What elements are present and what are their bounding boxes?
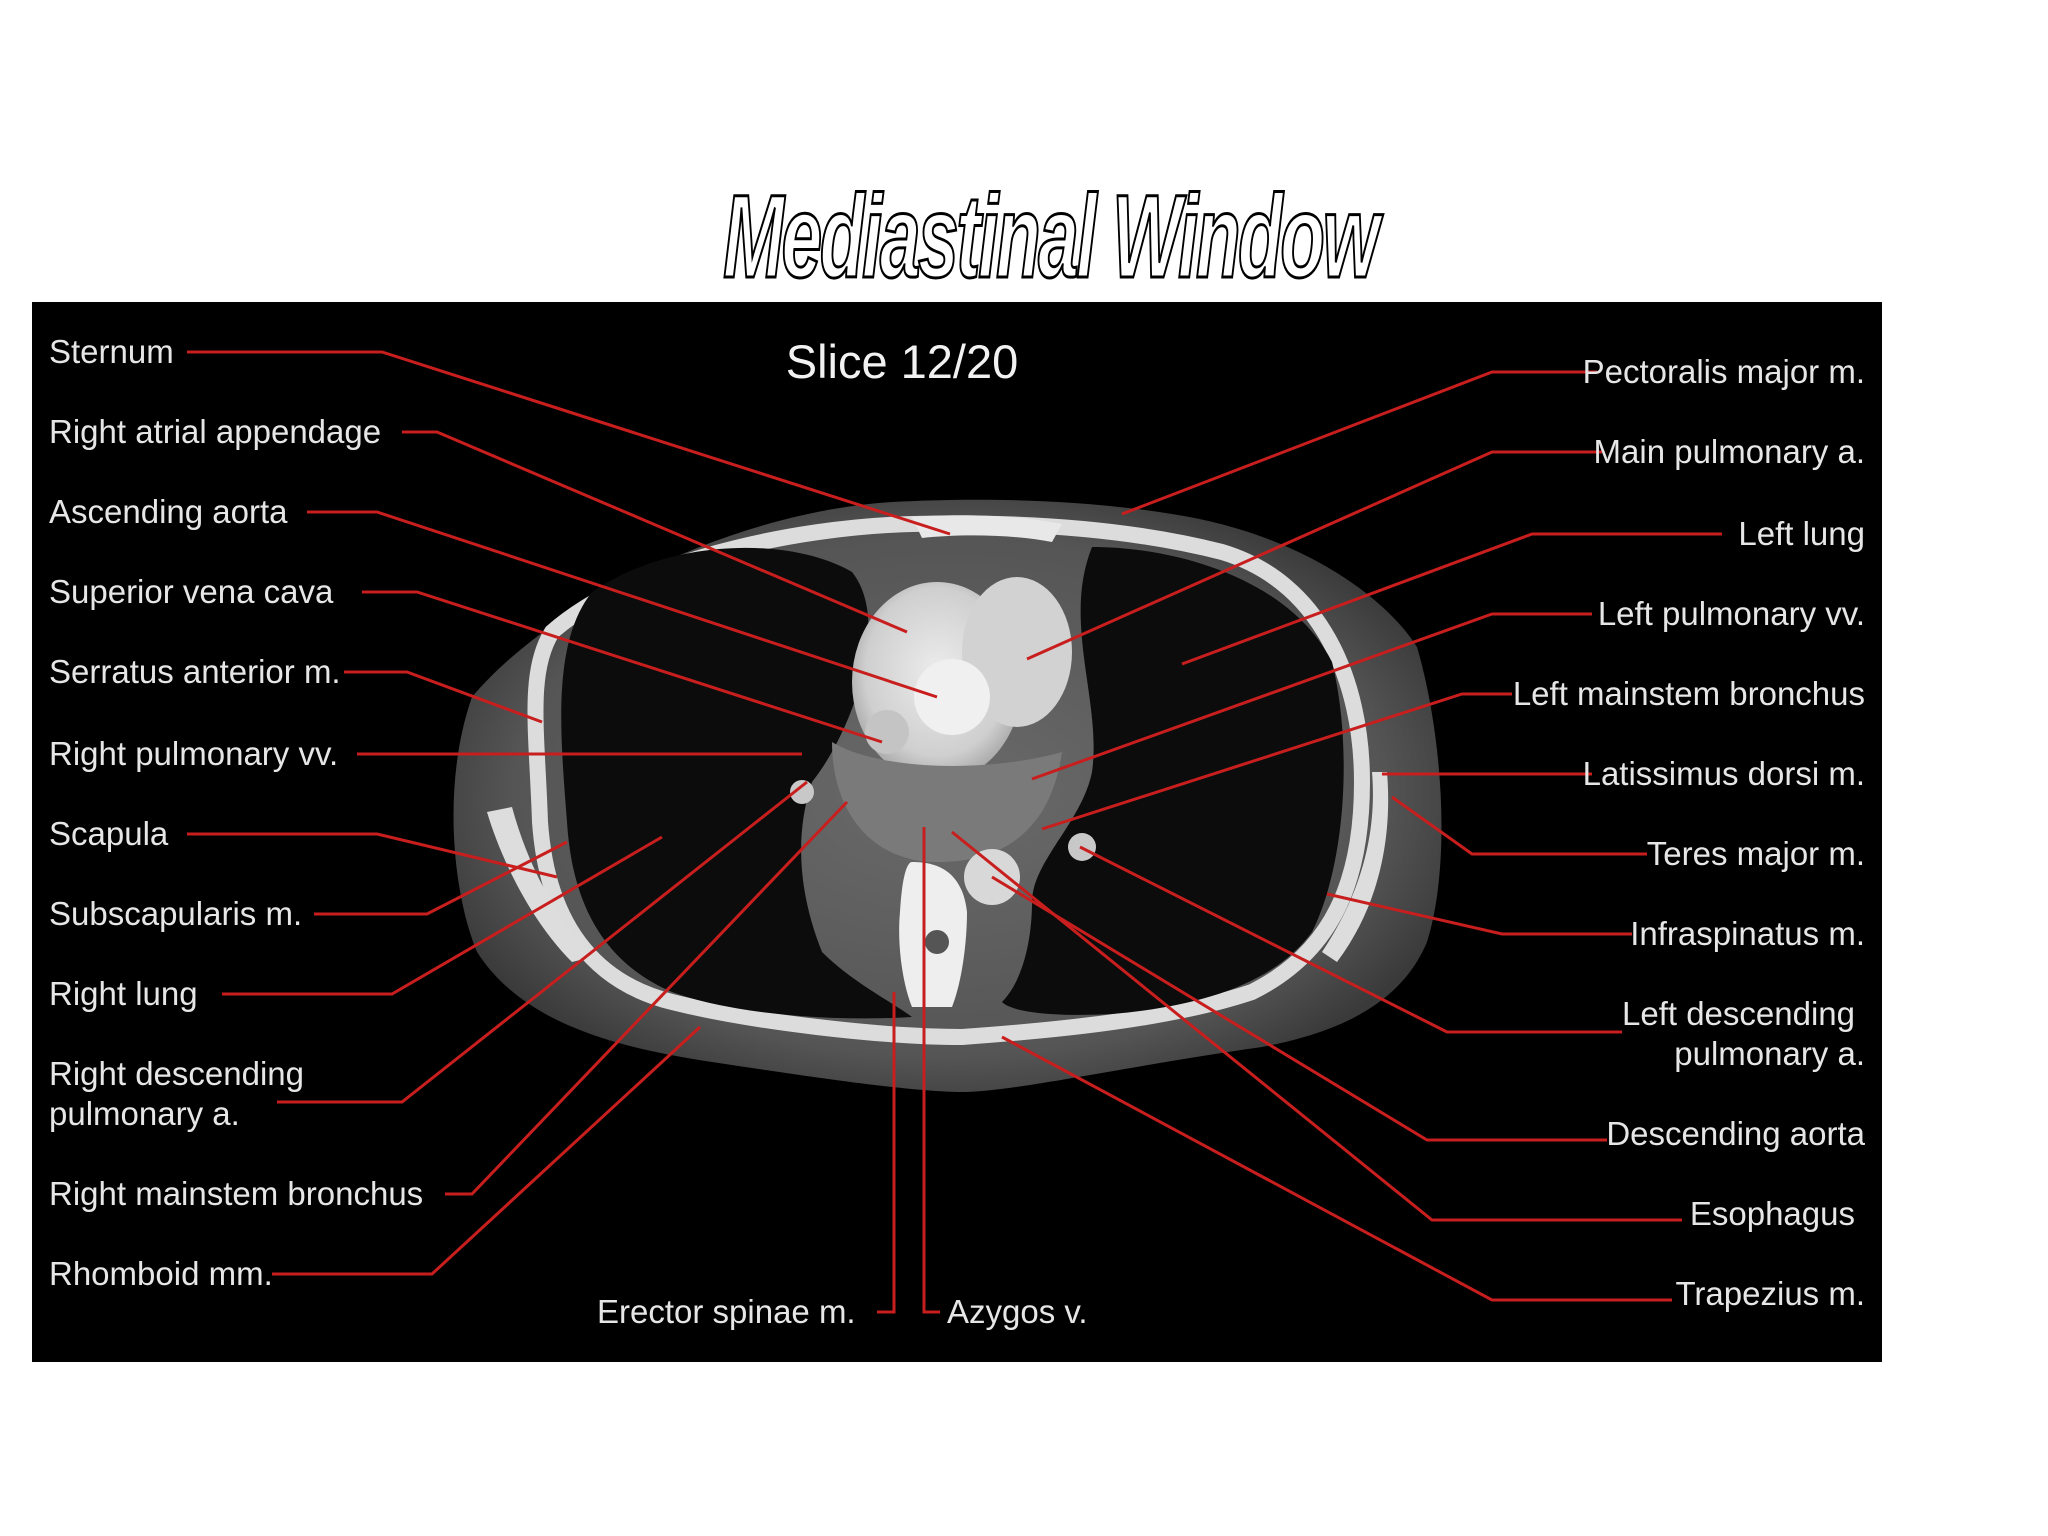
label-rhomboid: Rhomboid mm. bbox=[49, 1255, 273, 1292]
label-left-mainstem-bronchus: Left mainstem bronchus bbox=[1512, 675, 1865, 712]
label-azygos: Azygos v. bbox=[947, 1293, 1088, 1330]
main-pulmonary-artery bbox=[962, 577, 1072, 727]
leader-right-atrial-appendage bbox=[402, 430, 908, 634]
label-left-lung: Left lung bbox=[1738, 515, 1865, 552]
label-right-lung: Right lung bbox=[49, 975, 198, 1012]
leader-infraspinatus bbox=[1326, 892, 1632, 936]
spinal-canal bbox=[925, 930, 949, 954]
label-main-pulmonary-a: Main pulmonary a. bbox=[1593, 433, 1865, 470]
leader-left-mainstem-bronchus bbox=[1041, 692, 1512, 831]
label-sternum: Sternum bbox=[49, 333, 174, 370]
label-descending-aorta: Descending aorta bbox=[1606, 1115, 1865, 1152]
label-infraspinatus: Infraspinatus m. bbox=[1630, 915, 1865, 952]
leader-right-descending-pa bbox=[277, 780, 808, 1104]
ascending-aorta bbox=[914, 659, 990, 735]
slice-indicator: Slice 12/20 bbox=[785, 335, 1019, 388]
leader-main-pulmonary-a bbox=[1026, 450, 1602, 661]
leader-serratus-anterior bbox=[344, 670, 543, 724]
leader-erector-spinae bbox=[877, 992, 896, 1314]
label-right-pulmonary-vv: Right pulmonary vv. bbox=[49, 735, 339, 772]
left-lung bbox=[1002, 547, 1344, 1015]
label-esophagus: Esophagus bbox=[1689, 1195, 1855, 1232]
leader-subscapularis bbox=[314, 840, 568, 916]
leader-sternum bbox=[187, 350, 951, 536]
leader-teres-major bbox=[1391, 795, 1647, 856]
leader-right-mainstem-bronchus bbox=[445, 800, 849, 1196]
left-scapula bbox=[1322, 772, 1389, 962]
right-descending-pa bbox=[790, 780, 814, 804]
leader-scapula bbox=[187, 832, 558, 879]
label-right-descending-pa-line2: pulmonary a. bbox=[49, 1095, 240, 1132]
leader-pectoralis-major bbox=[1121, 370, 1597, 516]
ct-image-panel: Slice 12/20 Sternum Right atrial appenda… bbox=[32, 302, 1882, 1362]
label-left-descending: Left descending bbox=[1621, 995, 1855, 1032]
leader-lines bbox=[187, 350, 1722, 1314]
right-scapula bbox=[487, 807, 592, 962]
label-subscapularis: Subscapularis m. bbox=[49, 895, 303, 932]
label-superior-vena-cava: Superior vena cava bbox=[49, 573, 334, 610]
label-latissimus-dorsi: Latissimus dorsi m. bbox=[1582, 755, 1865, 792]
leader-esophagus bbox=[951, 830, 1682, 1222]
label-right-atrial-appendage: Right atrial appendage bbox=[49, 413, 382, 450]
leader-left-pulmonary-vv bbox=[1031, 612, 1592, 781]
ct-scan-image bbox=[187, 350, 1722, 1314]
svc bbox=[865, 710, 909, 754]
leader-superior-vena-cava bbox=[362, 590, 883, 744]
leader-trapezius bbox=[1001, 1035, 1672, 1302]
label-left-pulmonary-vv: Left pulmonary vv. bbox=[1597, 595, 1865, 632]
label-trapezius: Trapezius m. bbox=[1675, 1275, 1866, 1312]
leader-left-descending-pa bbox=[1079, 845, 1622, 1034]
label-right-descending: Right descending bbox=[49, 1055, 305, 1092]
label-left-descending-pa-line2: pulmonary a. bbox=[1674, 1035, 1865, 1072]
page-title: Mediastinal Window bbox=[722, 171, 1380, 303]
label-ascending-aorta: Ascending aorta bbox=[49, 493, 288, 530]
leader-left-lung bbox=[1181, 532, 1722, 666]
leader-azygos bbox=[922, 827, 940, 1314]
leader-ascending-aorta bbox=[307, 510, 938, 699]
leader-descending-aorta bbox=[991, 875, 1607, 1142]
label-pectoralis-major: Pectoralis major m. bbox=[1582, 353, 1865, 390]
leader-right-lung bbox=[222, 835, 663, 996]
label-right-mainstem-bronchus: Right mainstem bronchus bbox=[49, 1175, 424, 1212]
label-erector-spinae: Erector spinae m. bbox=[597, 1293, 856, 1330]
label-serratus-anterior: Serratus anterior m. bbox=[49, 653, 341, 690]
label-teres-major: Teres major m. bbox=[1646, 835, 1865, 872]
leader-rhomboid bbox=[272, 1025, 702, 1276]
label-scapula: Scapula bbox=[49, 815, 169, 852]
hilum bbox=[832, 742, 1062, 862]
